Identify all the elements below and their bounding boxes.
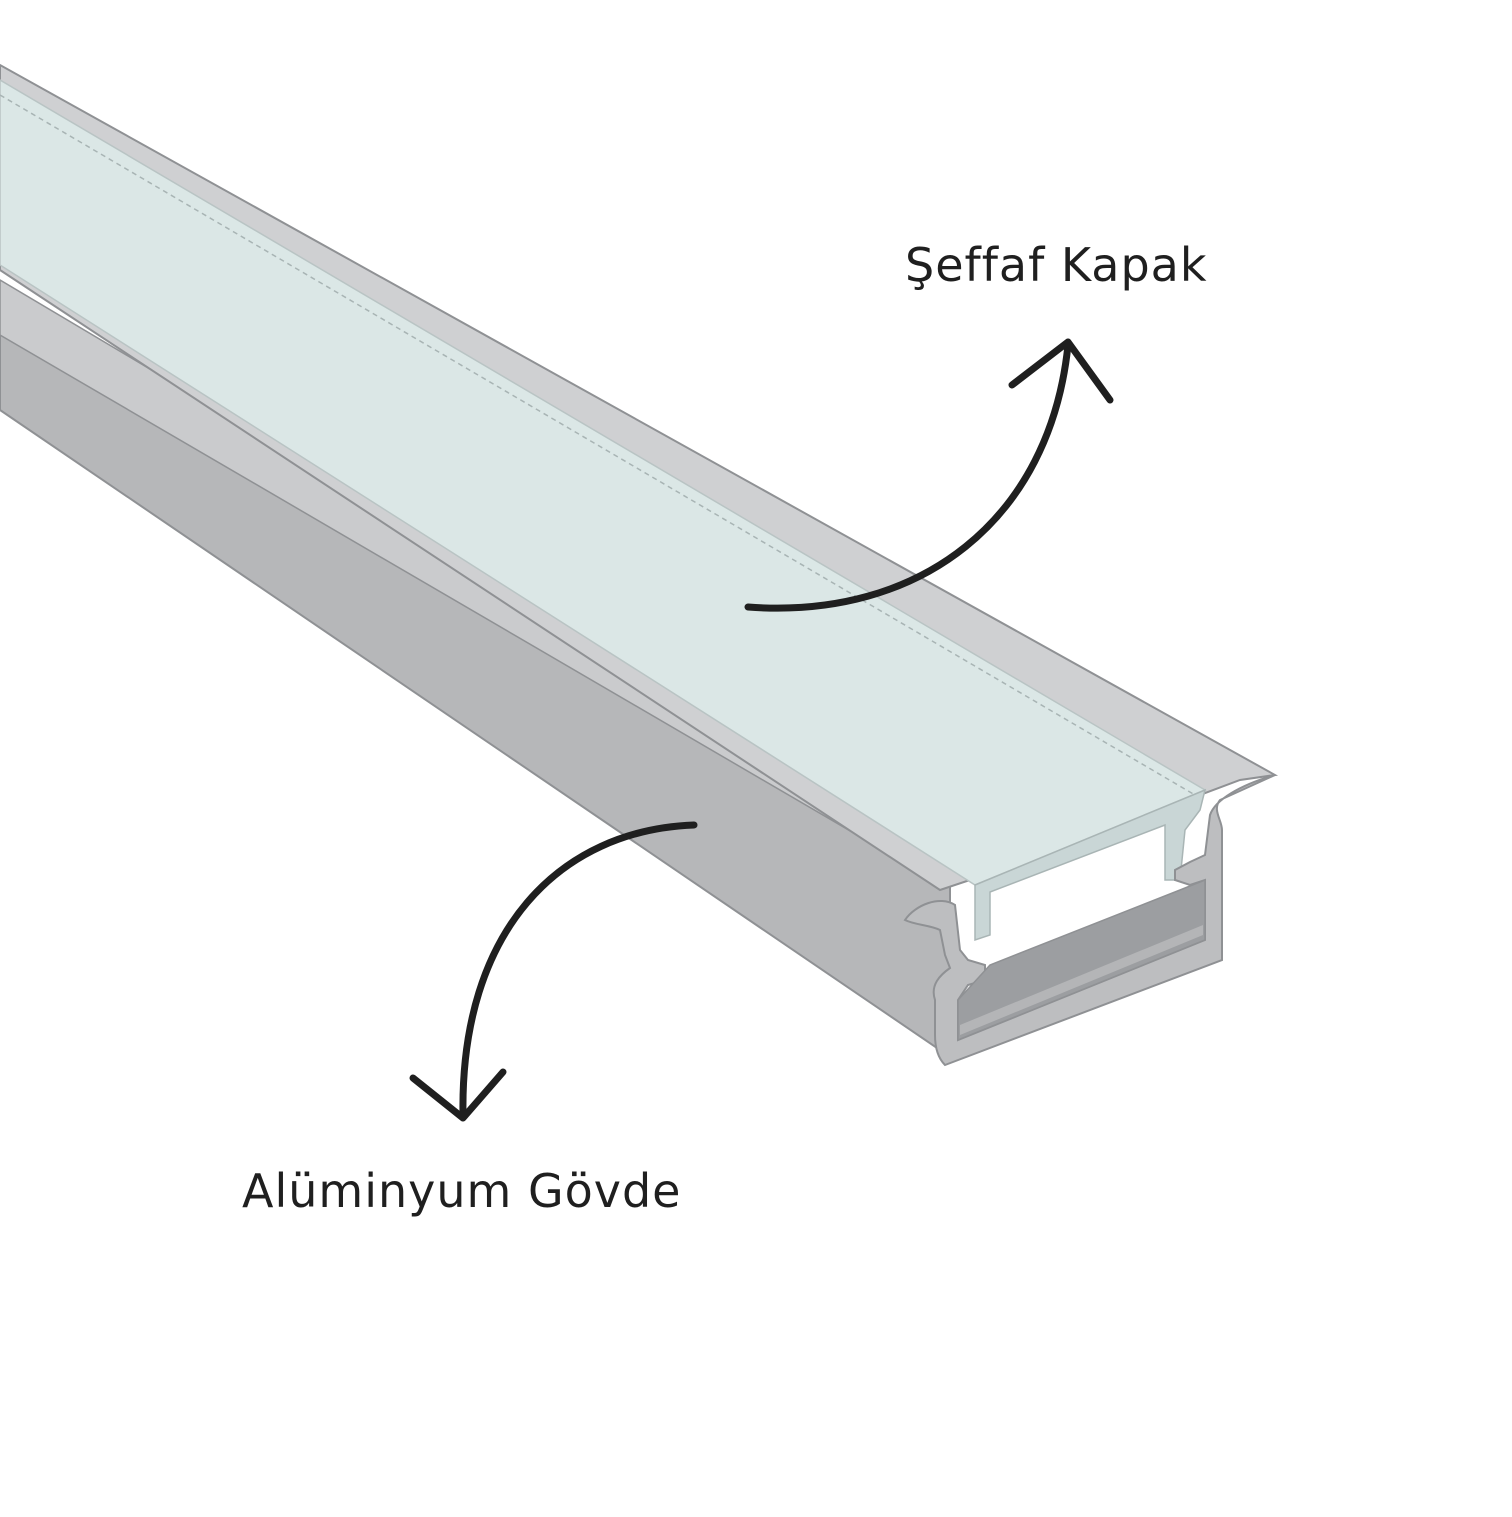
body-arrowhead bbox=[409, 1068, 507, 1122]
label-transparent-cover: Şeffaf Kapak bbox=[905, 238, 1208, 292]
body-arrow-curve bbox=[459, 821, 698, 1119]
cover-arrow-curve bbox=[744, 341, 1072, 612]
transparent-cover-edge bbox=[974, 788, 1207, 942]
cover-arrowhead bbox=[1008, 338, 1114, 404]
profile-interior-channel bbox=[957, 878, 1206, 1042]
profile-interior-floor bbox=[960, 925, 1203, 1035]
cover-dashed-edge bbox=[0, 94, 1196, 796]
label-aluminum-body: Alüminyum Gövde bbox=[242, 1164, 682, 1218]
